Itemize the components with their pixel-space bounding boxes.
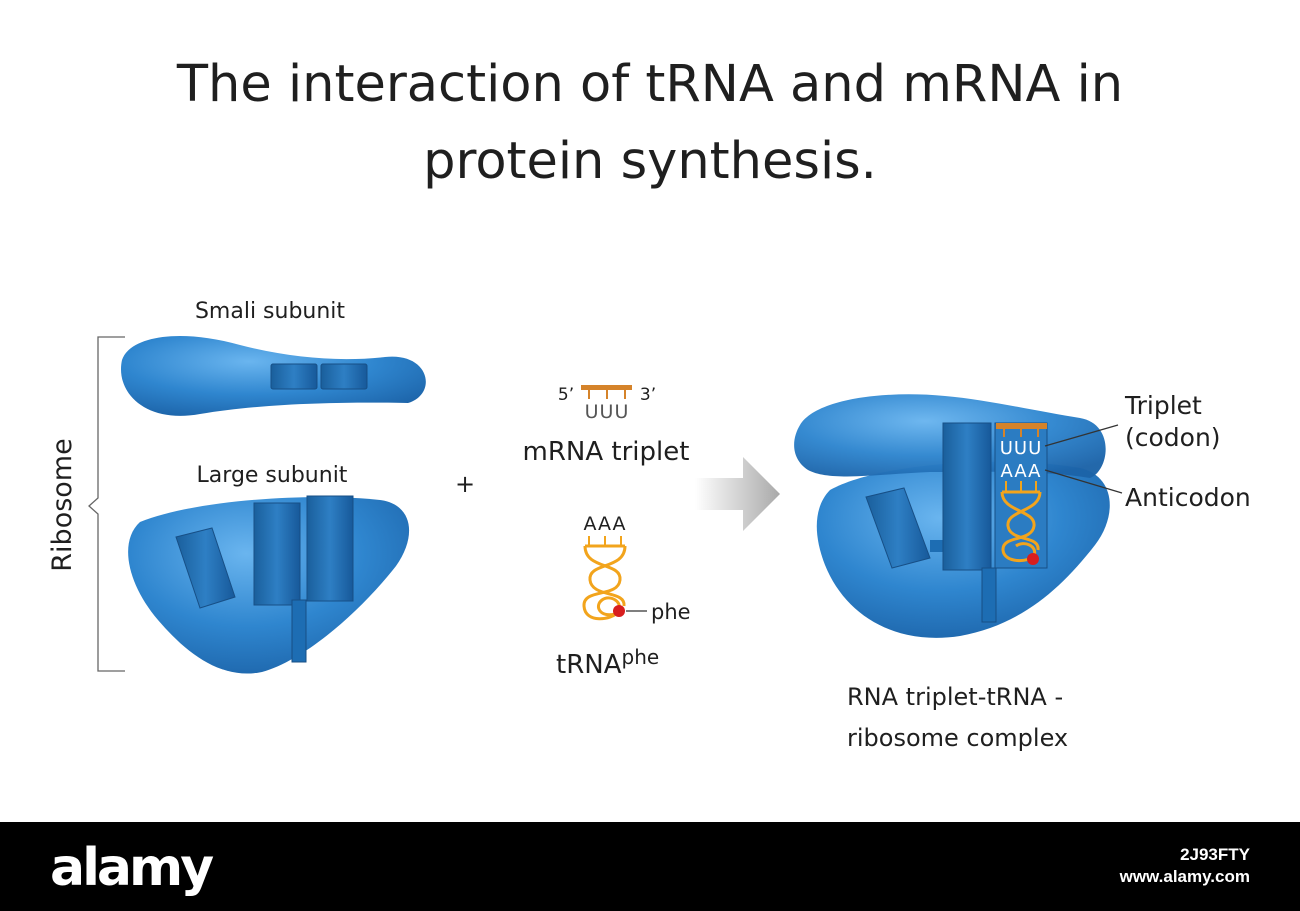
large-subunit-block-middle [253,502,301,606]
complex-block-left [865,487,931,569]
triplet-label-line-1: Triplet [1124,391,1202,420]
complex-caption-line-1: RNA triplet-tRNA - [847,683,1063,711]
mrna-codon-bases: UUU [585,401,630,423]
mrna-bar [581,385,632,390]
complex-lower-channel [981,567,997,623]
small-subunit-label: Smali subunit [195,299,345,324]
three-prime-label: 3’ [640,385,656,405]
page-title-line-1: The interaction of tRNA and mRNA in [176,55,1124,114]
mrna-triplet-graphic: 5’ 3’ UUU [558,385,656,423]
large-subunit-label: Large subunit [197,463,348,488]
amino-acid-dot [613,605,625,617]
complex-codon-bases: UUU [1000,438,1043,459]
large-subunit [128,495,410,674]
complex-caption-line-2: ribosome complex [847,724,1068,752]
triplet-label-line-2: (codon) [1125,423,1221,452]
plus-sign: + [455,470,475,498]
anticodon-label: Anticodon [1125,483,1251,512]
footer-bar: alamy 2J93FTY www.alamy.com [0,822,1300,911]
complex-block-middle [942,422,992,571]
complex-amino-acid-dot [1027,553,1039,565]
trna-strand [582,545,622,621]
complex-mrna-bar [996,423,1047,429]
large-subunit-channel [291,599,307,663]
image-code: 2J93FTY [1180,845,1250,864]
phe-label: phe [651,600,691,624]
site-url[interactable]: www.alamy.com [1119,867,1250,886]
image-info: 2J93FTY www.alamy.com [1120,844,1250,888]
large-subunit-block-right [306,495,354,602]
small-subunit-slot-left [270,363,318,390]
triplet-leader-line [1044,424,1119,447]
trna-anticodon-bases: AAA [583,513,626,535]
ribosome-bracket [88,336,125,672]
anticodon-leader-line [1044,469,1123,494]
ribosome-label: Ribosome [47,438,78,571]
small-subunit [120,335,426,416]
complex-trna-strand [1000,491,1037,562]
mrna-triplet-label: mRNA triplet [523,437,690,467]
five-prime-label: 5’ [558,385,574,405]
protein-synthesis-diagram: Ribosome Smali subunit Large subunit + 5… [47,299,1251,752]
process-arrow [695,457,780,531]
trna-graphic: AAA phe [582,513,691,624]
complex-anticodon-bases: AAA [1001,461,1042,482]
alamy-logo[interactable]: alamy [50,838,214,898]
trna-label: tRNAphe [556,645,659,680]
ribosome-complex: UUU AAA [794,394,1110,638]
large-subunit-block-left [175,527,236,609]
page-title-line-2: protein synthesis. [423,132,877,191]
small-subunit-slot-right [320,363,368,390]
